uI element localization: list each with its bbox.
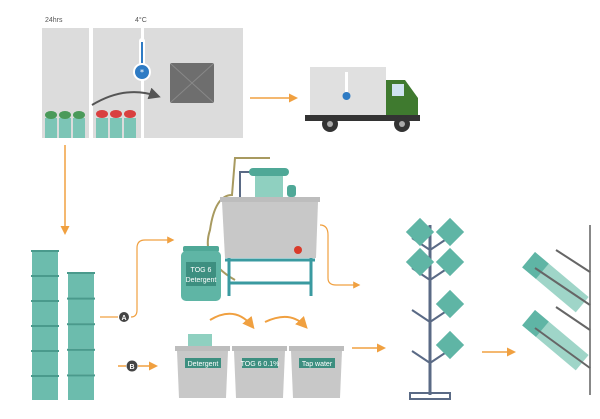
time-label: 24hrs xyxy=(45,17,63,24)
cup xyxy=(32,275,58,300)
bin-label: Tap water xyxy=(302,361,333,368)
cup-in-machine xyxy=(255,175,283,197)
cup xyxy=(68,323,94,349)
bin-label: Detergent xyxy=(188,361,219,368)
storage-rack xyxy=(522,225,591,395)
wash-tank xyxy=(222,202,318,258)
bin: TOG 6 0.1% xyxy=(232,346,287,398)
temp-label: 4°C xyxy=(135,16,147,24)
drying-rack xyxy=(405,217,465,400)
thermometer-icon: * xyxy=(133,38,151,81)
drying-cup xyxy=(435,247,465,277)
rinse-bins: Detergent TOG 6 0.1% Tap water xyxy=(175,312,344,398)
path-a-label: A xyxy=(121,315,126,322)
bin: Detergent xyxy=(175,346,230,398)
power-button-icon xyxy=(294,246,302,254)
sealed-box-icon xyxy=(170,63,214,103)
path-b-marker xyxy=(126,360,138,372)
cup xyxy=(32,325,58,350)
cup xyxy=(32,250,58,275)
drying-cup xyxy=(435,217,465,247)
svg-text:*: * xyxy=(140,68,144,77)
red-plants xyxy=(96,110,136,138)
stacked-cups xyxy=(31,250,95,400)
arrow-icon xyxy=(91,87,161,106)
bin-label: TOG 6 0.1% xyxy=(241,361,280,368)
drying-cup xyxy=(435,289,465,319)
detergent-jar: TOG 6 Detergent xyxy=(181,246,221,301)
cup xyxy=(68,348,94,375)
green-plants xyxy=(45,111,85,138)
washing-machine xyxy=(206,157,320,296)
cold-storage: 24hrs 4°C * xyxy=(42,16,243,138)
drying-cup xyxy=(435,330,465,360)
jar-label-line2: Detergent xyxy=(186,277,217,284)
refrigerated-truck-icon xyxy=(305,67,420,132)
cup xyxy=(68,272,94,298)
bin: Tap water xyxy=(289,346,344,398)
cup xyxy=(32,350,58,375)
jar-label-line1: TOG 6 xyxy=(191,267,212,274)
cup xyxy=(32,300,58,325)
arrow-to-rack xyxy=(319,224,361,289)
path-b-label: B xyxy=(129,364,134,371)
cup xyxy=(68,297,94,324)
cup xyxy=(32,375,58,400)
path-a-arrow xyxy=(100,240,172,318)
path-a-marker xyxy=(119,312,129,322)
brush-icon xyxy=(249,168,289,176)
cup xyxy=(68,374,94,400)
